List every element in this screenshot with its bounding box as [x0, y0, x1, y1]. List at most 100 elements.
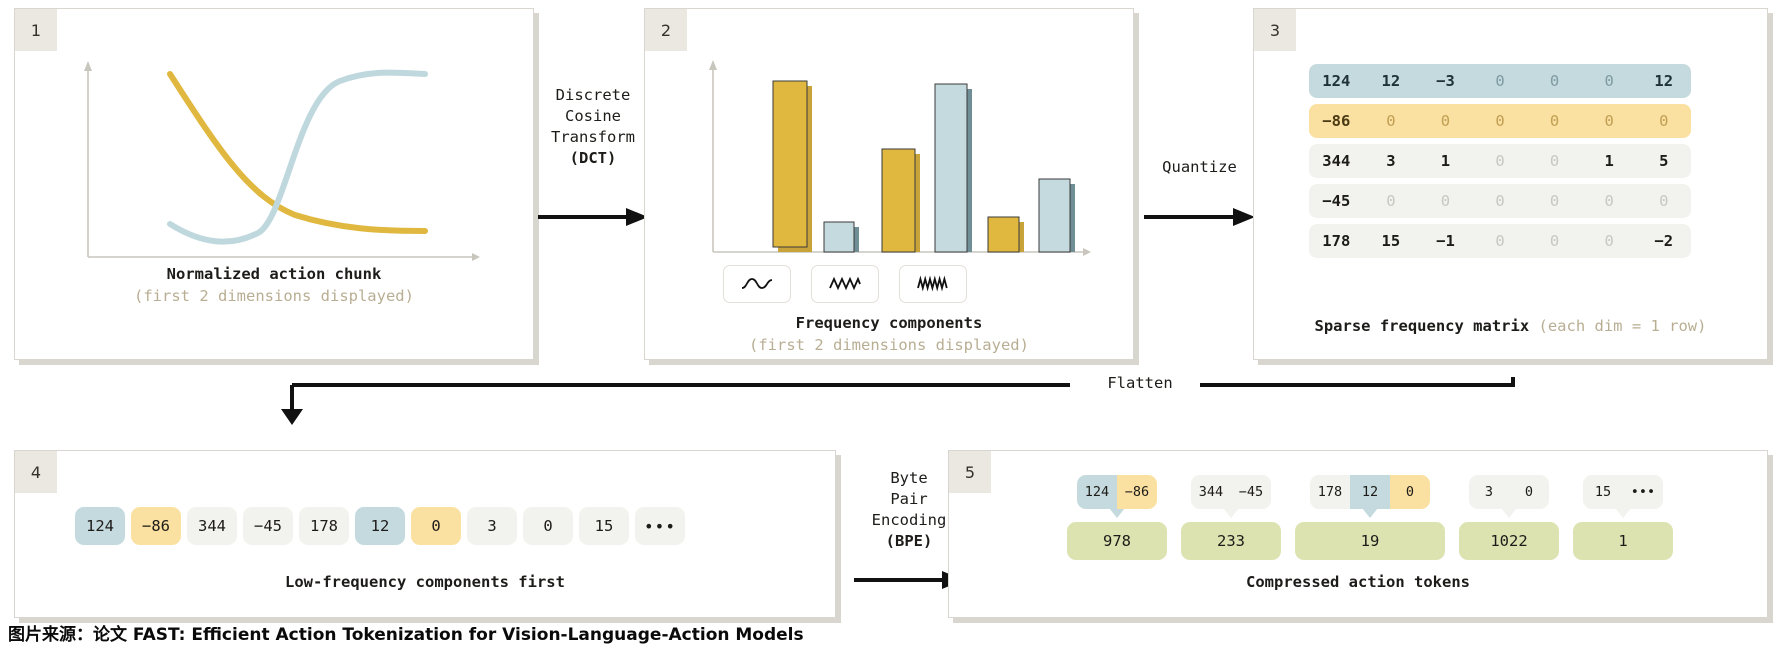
bpe-source-value: 0: [1390, 475, 1430, 509]
bpe-source-value: 178: [1317, 484, 1343, 500]
matrix-cell: −86: [1322, 112, 1351, 130]
bubble-tail-icon: [1362, 508, 1378, 518]
bubble-tail-icon: [1501, 508, 1517, 518]
bpe-source-value: 124: [1077, 475, 1117, 509]
matrix-cell: 0: [1549, 192, 1560, 210]
dct-line-1: Discrete: [555, 86, 631, 104]
single-wave-icon: [741, 278, 773, 289]
flat-token: 0: [523, 507, 573, 545]
matrix-cell: 0: [1549, 72, 1560, 90]
line-chart-axes-and-curves: [84, 61, 480, 261]
matrix-cell: 0: [1659, 112, 1669, 130]
flat-token: 12: [355, 507, 405, 545]
dct-line-3: Transform: [551, 128, 635, 146]
bpe-source-bubble: 124−86: [1077, 475, 1157, 509]
panel-number-5: 5: [949, 451, 991, 493]
bpe-source-value: 344: [1198, 484, 1224, 500]
matrix-cell: 0: [1495, 152, 1505, 170]
panel-number-1: 1: [15, 9, 57, 51]
bpe-line-4: (BPE): [885, 532, 933, 550]
matrix-cell: 0: [1495, 112, 1505, 130]
flatten-connector: [281, 377, 1515, 425]
compressed-token: 978: [1067, 522, 1167, 560]
double-wave-icon: [829, 276, 861, 291]
matrix-cell: 0: [1495, 232, 1505, 250]
matrix-cell: 5: [1659, 152, 1669, 170]
bpe-source-value: 0: [1524, 484, 1534, 500]
triple-wave-icon: [917, 275, 948, 292]
panel-normalized-action-chunk: 1 Normalized action chunk (first 2 dimen…: [14, 8, 534, 360]
bpe-source-bubble: 344−45: [1191, 475, 1271, 509]
matrix-cell: 1: [1440, 152, 1451, 170]
matrix-cell: 12: [1654, 72, 1674, 90]
bpe-group: 124−86 978: [1067, 475, 1167, 560]
matrix-cell: −3: [1436, 72, 1455, 90]
compressed-token: 233: [1181, 522, 1281, 560]
matrix-cell: 178: [1322, 232, 1351, 250]
bpe-line-3: Encoding: [871, 511, 947, 529]
compressed-token: 1022: [1459, 522, 1559, 560]
bubble-tail-icon: [1109, 508, 1125, 518]
bpe-source-value: −86: [1117, 475, 1157, 509]
source-attribution: 图片来源：论文 FAST: Efficient Action Tokenizat…: [8, 625, 804, 645]
matrix-cell: 0: [1386, 192, 1396, 210]
matrix-cell: −45: [1322, 192, 1351, 210]
chip-triple-wave: [899, 265, 967, 303]
matrix-cell: 0: [1549, 232, 1560, 250]
matrix-cell: 0: [1604, 232, 1614, 250]
panel-number-3: 3: [1254, 9, 1296, 51]
flat-token: 344: [187, 507, 237, 545]
frequency-icon-chips: [723, 265, 967, 303]
step-label-flatten: Flatten: [1080, 374, 1200, 392]
dct-line-2: Cosine: [565, 107, 621, 125]
panel-1-subcaption: (first 2 dimensions displayed): [134, 287, 414, 305]
flat-token: 3: [467, 507, 517, 545]
panel-5-caption: Compressed action tokens: [1246, 573, 1470, 591]
panel-number-2: 2: [645, 9, 687, 51]
matrix-cell: 0: [1440, 112, 1451, 130]
matrix-cell: 124: [1322, 72, 1351, 90]
chip-double-wave: [811, 265, 879, 303]
bpe-source-value: 15: [1594, 484, 1612, 500]
panel-4-caption: Low-frequency components first: [285, 573, 565, 591]
matrix-cell: 0: [1604, 72, 1614, 90]
flat-token: 0: [411, 507, 461, 545]
flat-token: 124: [75, 507, 125, 545]
bubble-tail-icon: [1615, 508, 1631, 518]
matrix-row: 124 12 −3 0 0 0 12: [1309, 64, 1691, 98]
arrow-quantize-icon: [1144, 208, 1255, 226]
matrix-cell: 0: [1495, 192, 1505, 210]
matrix-cell: 344: [1322, 152, 1351, 170]
bpe-source-bubble: 15 •••: [1583, 475, 1663, 509]
bpe-group: 15•••1: [1573, 475, 1673, 560]
panel-2-subcaption: (first 2 dimensions displayed): [749, 336, 1029, 354]
panel-frequency-components: 2: [644, 8, 1134, 360]
panel-3-subcaption: (each dim = 1 row): [1538, 317, 1707, 335]
matrix-cell: −1: [1436, 232, 1455, 250]
bubble-tail-icon: [1223, 508, 1239, 518]
panel-2-caption: Frequency components: [795, 314, 983, 332]
bar-chart-axes-and-bars: [709, 60, 1091, 256]
matrix-cell: −2: [1654, 232, 1674, 250]
matrix-cell: 12: [1381, 72, 1401, 90]
step-label-quantize: Quantize: [1162, 158, 1237, 176]
step-label-dct: Discrete Cosine Transform (DCT): [536, 85, 650, 169]
bpe-source-value: •••: [1630, 484, 1656, 500]
matrix-cell: 0: [1495, 72, 1505, 90]
matrix-cell: 0: [1386, 112, 1396, 130]
chip-single-wave: [723, 265, 791, 303]
flat-token: −45: [243, 507, 293, 545]
